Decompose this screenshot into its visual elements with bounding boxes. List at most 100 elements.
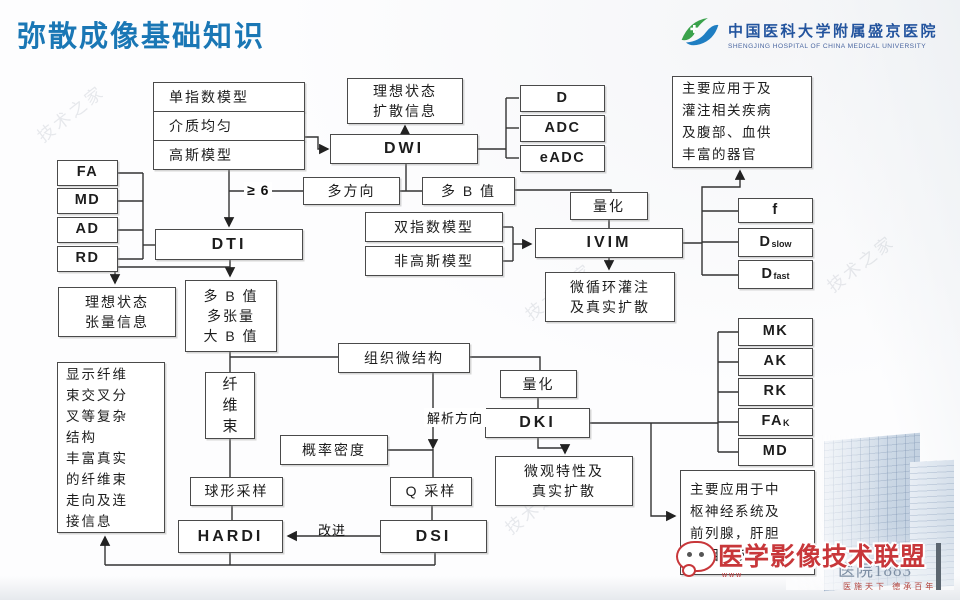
box-ideal-tensor-info: 理想状态张量信息 [58, 287, 176, 337]
node-label: 微观特性及 [524, 462, 604, 479]
node-label: AD [75, 221, 100, 238]
connector-line [470, 356, 541, 370]
box-quantify-upper: 量化 [570, 192, 648, 220]
node-label: 走向及连 [66, 492, 128, 508]
node-label: 显示纤维 [66, 366, 128, 382]
node-label: 及腹部、血供 [682, 125, 772, 140]
box-dsi: DSI [380, 520, 487, 553]
node-label: 大 B 值 [203, 328, 259, 345]
node-label: DTI [211, 235, 247, 253]
box-adc: ADC [520, 115, 605, 142]
node-label: 介质均匀 [169, 117, 233, 134]
node-label: DWI [383, 140, 425, 158]
connector-line [650, 423, 677, 522]
node-label: 前列腺，肝胆 [690, 525, 780, 541]
node-label: 灌注相关疾病 [682, 103, 772, 118]
box-tissue-microstructure: 组织微结构 [338, 343, 470, 373]
node-label: HARDI [197, 527, 264, 545]
node-label: MK [762, 323, 789, 340]
node-label: 单指数模型 [169, 88, 249, 105]
node-label: 量化 [593, 197, 625, 214]
hospital-name-en: SHENGJING HOSPITAL OF CHINA MEDICAL UNIV… [727, 42, 927, 50]
node-label: 主要应用于中 [690, 481, 780, 497]
box-ak: AK [738, 348, 813, 376]
connector-line [537, 438, 571, 455]
box-md-kurtosis: MD [738, 438, 813, 466]
node-label-subscript: K [783, 418, 790, 429]
alliance-watermark-text: 医学影像技术联盟 [718, 543, 927, 571]
box-nongaussian-model: 非高斯模型 [365, 246, 503, 276]
box-dwi-application: 主要应用于及灌注相关疾病及腹部、血供丰富的器官 [672, 76, 812, 168]
box-probability-density: 概率密度 [280, 435, 388, 465]
node-label: MD [762, 443, 789, 460]
box-rd: RD [57, 246, 118, 272]
connector-line [515, 189, 612, 192]
node-label: 多张量 [207, 307, 255, 324]
node-label: 叉等复杂 [66, 408, 128, 424]
box-ideal-diffusion-info: 理想状态扩散信息 [347, 78, 463, 124]
node-label: 多 B 值 [440, 182, 497, 199]
box-rk: RK [738, 378, 813, 406]
node-label: 理想状态 [85, 293, 149, 310]
box-tract-info: 显示纤维束交叉分叉等复杂结构丰富真实的纤维束走向及连接信息 [57, 362, 165, 533]
box-dki: DKI [485, 408, 590, 438]
node-label: 接信息 [66, 513, 113, 529]
chat-bubble-icon [676, 541, 716, 577]
node-label: AK [763, 353, 788, 370]
node-label: 双指数模型 [394, 218, 474, 235]
page-title: 弥散成像基础知识 [17, 21, 266, 53]
node-label: 的纤维束 [66, 471, 128, 487]
box-hardi: HARDI [178, 520, 283, 553]
box-q-sampling: Q 采样 [390, 477, 472, 506]
node-label: DKI [519, 414, 556, 432]
node-label: Q 采样 [405, 483, 457, 500]
node-label: 真实扩散 [532, 483, 596, 499]
hospital-1883-mark: 医院1883 [838, 561, 912, 580]
node-label: D [556, 89, 569, 106]
node-label: 量化 [522, 375, 555, 392]
node-label: 理想状态 [373, 82, 437, 99]
box-md: MD [57, 188, 118, 214]
node-label: D [761, 265, 774, 282]
node-label: 微循环灌注 [570, 278, 650, 295]
label-improvement: 改进 [318, 523, 347, 538]
node-label: eADC [539, 149, 586, 166]
box-dki-application: 主要应用于中枢神经系统及前列腺，肝胆、相关疾病 [680, 470, 815, 575]
box-eadc: eADC [520, 145, 605, 172]
node-label: 多 B 值 [203, 287, 259, 304]
node-label: FA [76, 164, 99, 181]
hospital-logo-icon [679, 14, 721, 55]
node-label: ADC [544, 119, 581, 136]
box-medium-uniform: 介质均匀 [153, 111, 305, 141]
node-label: 及真实扩散 [570, 299, 650, 315]
node-label: FA [761, 413, 784, 430]
node-label: 束交叉分 [66, 387, 128, 403]
box-multi-direction: 多方向 [303, 177, 400, 205]
label-analytic-direction: 解析方向 [424, 408, 487, 427]
node-label: 维 [222, 397, 238, 414]
node-label: 丰富的器官 [682, 147, 757, 162]
box-spherical-sampling: 球形采样 [190, 477, 283, 506]
box-micro-properties: 微观特性及真实扩散 [495, 456, 633, 506]
node-label: 丰富真实 [66, 450, 128, 466]
node-label: DSI [415, 527, 452, 545]
node-label: MD [74, 192, 101, 209]
node-label: f [772, 201, 779, 218]
alliance-watermark-url: www [722, 572, 744, 579]
node-label: 纤 [222, 376, 238, 393]
node-label: 枢神经系统及 [690, 503, 780, 519]
box-single-exp-model: 单指数模型 [153, 82, 305, 112]
connector-line [701, 169, 746, 211]
decorative-bar [936, 543, 941, 590]
node-label: 主要应用于及 [682, 81, 772, 96]
box-d: D [520, 85, 605, 112]
hospital-name-cn: 中国医科大学附属盛京医院 [727, 23, 938, 40]
node-label: 概率密度 [302, 441, 366, 458]
box-multi-bvalue: 多 B 值 [422, 177, 515, 205]
connector-line [305, 136, 330, 155]
node-label: 扩散信息 [373, 103, 437, 119]
